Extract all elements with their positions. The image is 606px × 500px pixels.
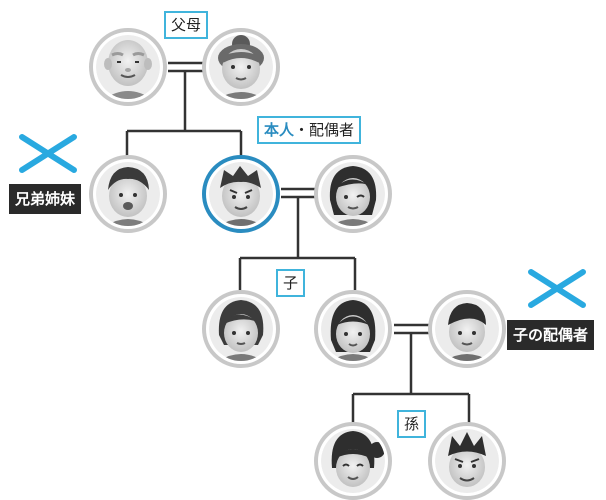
cross-mark-siblings bbox=[19, 134, 77, 173]
sibling-boy-icon bbox=[96, 162, 160, 226]
cross-mark-child-spouse bbox=[528, 269, 586, 308]
child-spouse-man-icon bbox=[435, 297, 499, 361]
elderly-man-icon bbox=[96, 35, 160, 99]
person-child-1 bbox=[202, 290, 280, 368]
person-mother bbox=[202, 28, 280, 106]
label-grandchildren: 孫 bbox=[397, 410, 427, 438]
person-child-2 bbox=[314, 290, 392, 368]
label-self-main: 本人 bbox=[264, 121, 295, 139]
grandchild-girl-icon bbox=[321, 429, 385, 493]
child-girl-icon bbox=[209, 297, 273, 361]
person-spouse bbox=[314, 155, 392, 233]
label-self-rest: ・配偶者 bbox=[294, 121, 355, 139]
elderly-woman-icon bbox=[209, 35, 273, 99]
person-grandchild-1 bbox=[314, 422, 392, 500]
child-woman-icon bbox=[321, 297, 385, 361]
label-siblings: 兄弟姉妹 bbox=[9, 184, 82, 214]
person-child-spouse bbox=[428, 290, 506, 368]
label-self-spouse: 本人・配偶者 bbox=[257, 116, 362, 144]
person-father bbox=[89, 28, 167, 106]
label-parents: 父母 bbox=[164, 11, 209, 39]
self-man-icon bbox=[209, 162, 273, 226]
label-child-spouse: 子の配偶者 bbox=[507, 320, 595, 350]
label-children: 子 bbox=[276, 269, 306, 297]
person-grandchild-2 bbox=[428, 422, 506, 500]
person-self bbox=[202, 155, 280, 233]
person-sibling bbox=[89, 155, 167, 233]
grandchild-boy-icon bbox=[435, 429, 499, 493]
spouse-woman-icon bbox=[321, 162, 385, 226]
connector-lines bbox=[125, 61, 471, 423]
